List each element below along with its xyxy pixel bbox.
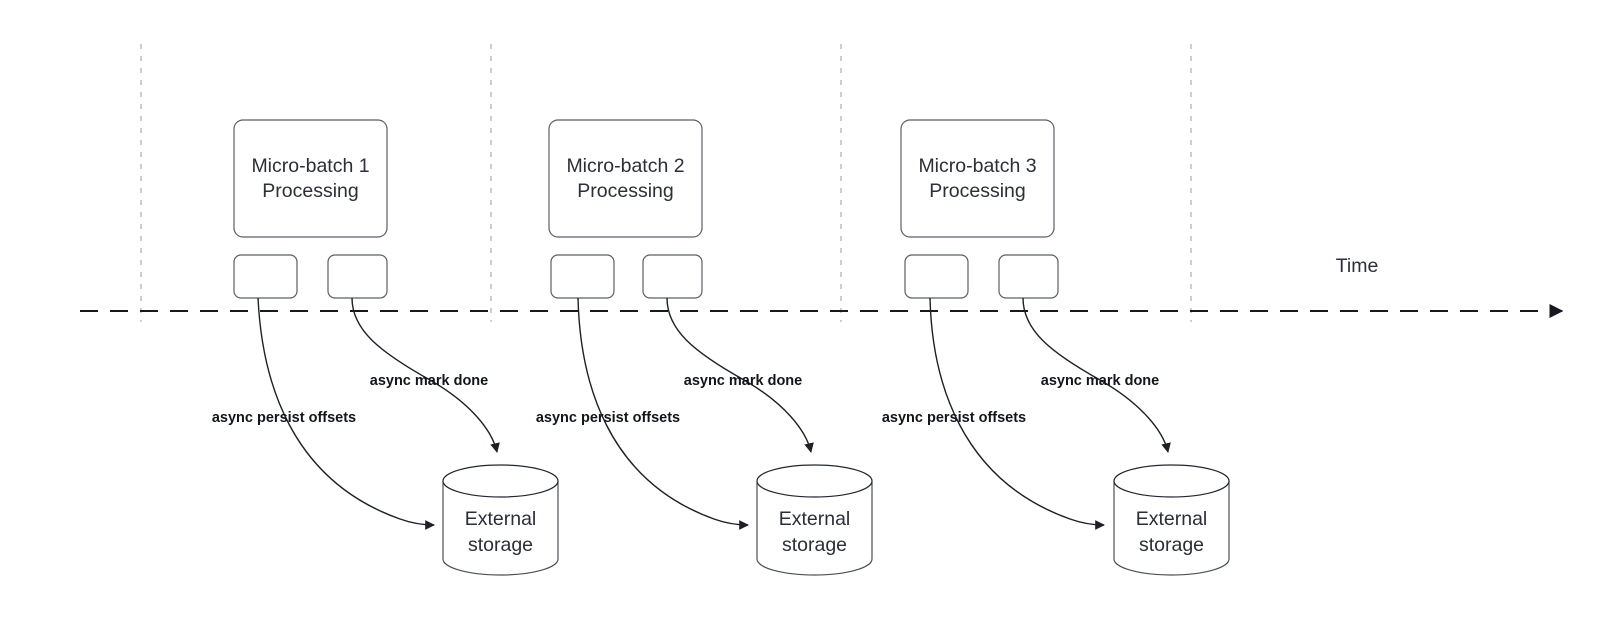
micro-batch-2-label-line1: Micro-batch 2 — [566, 155, 684, 177]
async-mark-done-label-2: async mark done — [684, 373, 802, 389]
micro-batch-2-task-box-left[interactable] — [550, 254, 615, 299]
external-storage-1-body — [442, 481, 559, 576]
async-persist-offsets-label-3: async persist offsets — [882, 410, 1026, 426]
external-storage-2-label-line1: External — [779, 508, 851, 530]
external-storage-cylinder-1[interactable]: External storage — [442, 464, 559, 576]
time-axis-group: Time — [80, 255, 1564, 318]
micro-batch-group-1: Micro-batch 1 Processing async mark done… — [212, 119, 559, 576]
external-storage-3-label-line2: storage — [1139, 534, 1204, 556]
external-storage-1-label-line2: storage — [468, 534, 533, 556]
async-persist-offsets-label-1: async persist offsets — [212, 410, 356, 426]
async-mark-done-label-3: async mark done — [1041, 373, 1159, 389]
micro-batch-3-box[interactable] — [900, 119, 1055, 238]
micro-batch-1-task-box-right[interactable] — [327, 254, 388, 299]
async-persist-offsets-edge-1 — [257, 297, 435, 530]
external-storage-cylinder-2[interactable]: External storage — [756, 464, 873, 576]
micro-batch-1-box[interactable] — [233, 119, 388, 238]
micro-batch-1-task-box-left[interactable] — [233, 254, 298, 299]
external-storage-1-label-line1: External — [465, 508, 537, 530]
external-storage-cylinder-3[interactable]: External storage — [1113, 464, 1230, 576]
micro-batch-3-task-box-left[interactable] — [904, 254, 969, 299]
micro-batch-3-label-line2: Processing — [929, 180, 1025, 202]
micro-batch-3-label-line1: Micro-batch 3 — [918, 155, 1036, 177]
micro-batch-2-task-box-right[interactable] — [642, 254, 703, 299]
async-mark-done-edge-2 — [666, 297, 814, 453]
micro-batch-group-3: Micro-batch 3 Processing async mark done… — [882, 119, 1230, 576]
external-storage-3-label-line1: External — [1136, 508, 1208, 530]
async-mark-done-edge-1 — [351, 297, 500, 453]
async-mark-done-label-1: async mark done — [370, 373, 488, 389]
external-storage-2-body — [756, 481, 873, 576]
micro-batch-1-label-line1: Micro-batch 1 — [251, 155, 369, 177]
time-axis-label: Time — [1336, 255, 1379, 277]
external-storage-3-top — [1113, 464, 1230, 498]
external-storage-1-top — [442, 464, 559, 498]
async-mark-done-edge-3 — [1022, 297, 1171, 453]
external-storage-2-label-line2: storage — [782, 534, 847, 556]
external-storage-2-top — [756, 464, 873, 498]
micro-batch-1-label-line2: Processing — [262, 180, 358, 202]
async-persist-offsets-edge-2 — [577, 297, 749, 530]
micro-batch-3-task-box-right[interactable] — [998, 254, 1059, 299]
micro-batch-2-box[interactable] — [548, 119, 703, 238]
micro-batch-group-2: Micro-batch 2 Processing async mark done… — [536, 119, 873, 576]
tick-lines-group — [140, 44, 1192, 322]
async-persist-offsets-label-2: async persist offsets — [536, 410, 680, 426]
async-persist-offsets-edge-3 — [929, 297, 1105, 530]
external-storage-3-body — [1113, 481, 1230, 576]
micro-batch-2-label-line2: Processing — [577, 180, 673, 202]
